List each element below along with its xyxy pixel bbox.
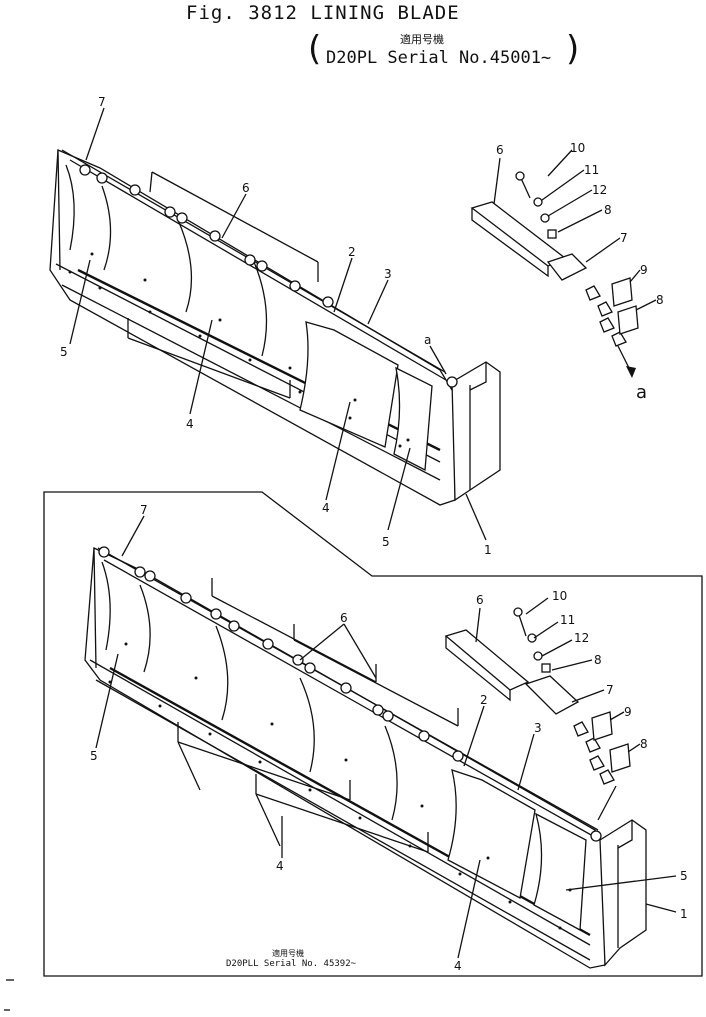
applicable-label-top: 適用号機 <box>400 33 444 46</box>
figure-title: Fig. 3812 LINING BLADE <box>186 2 460 24</box>
callout-8: 8 <box>640 737 648 751</box>
serial-range-top: D20PL Serial No.45001~ <box>326 48 552 68</box>
callout-9: 9 <box>640 263 648 277</box>
callout-4: 4 <box>276 859 284 873</box>
callout-6: 6 <box>496 143 504 157</box>
callout-11: 11 <box>560 613 575 627</box>
callout-6: 6 <box>242 181 250 195</box>
callout-6: 6 <box>340 611 348 625</box>
bottom-callouts: 7 6 2 3 5 4 4 5 1 6 10 11 12 8 7 9 8 <box>90 503 688 973</box>
callout-8: 8 <box>604 203 612 217</box>
callout-7: 7 <box>620 231 628 245</box>
callout-3: 3 <box>534 721 542 735</box>
callout-6: 6 <box>476 593 484 607</box>
callout-5: 5 <box>382 535 390 549</box>
callout-7: 7 <box>140 503 148 517</box>
callout-3: 3 <box>384 267 392 281</box>
callout-10: 10 <box>552 589 567 603</box>
callout-9: 9 <box>624 705 632 719</box>
callout-4: 4 <box>454 959 462 973</box>
callout-5: 5 <box>60 345 68 359</box>
callout-11: 11 <box>584 163 599 177</box>
callout-12: 12 <box>592 183 607 197</box>
bottom-blade-assembly <box>84 515 677 969</box>
serial-range-bottom: D20PLL Serial No. 45392~ <box>226 959 357 969</box>
callout-2: 2 <box>480 693 488 707</box>
callout-7: 7 <box>606 683 614 697</box>
serial-paren-close: ) <box>566 29 580 69</box>
callout-5: 5 <box>90 749 98 763</box>
callout-4: 4 <box>186 417 194 431</box>
top-blade-assembly <box>49 107 657 541</box>
callout-8: 8 <box>594 653 602 667</box>
callout-8: 8 <box>656 293 664 307</box>
callout-5: 5 <box>680 869 688 883</box>
callout-7: 7 <box>98 95 106 109</box>
callout-12: 12 <box>574 631 589 645</box>
applicable-label-bottom: 適用号機 <box>272 949 304 958</box>
callout-10: 10 <box>570 141 585 155</box>
serial-paren-open: ( <box>308 29 322 69</box>
callout-4: 4 <box>322 501 330 515</box>
callout-1: 1 <box>680 907 688 921</box>
callout-2: 2 <box>348 245 356 259</box>
callout-a: a <box>424 333 431 347</box>
variant-frame <box>43 491 703 977</box>
callout-1: 1 <box>484 543 492 557</box>
callout-a: a <box>636 382 647 403</box>
top-callouts: 7 6 2 3 a 5 4 4 5 1 6 10 11 12 8 7 9 8 a <box>60 95 664 557</box>
